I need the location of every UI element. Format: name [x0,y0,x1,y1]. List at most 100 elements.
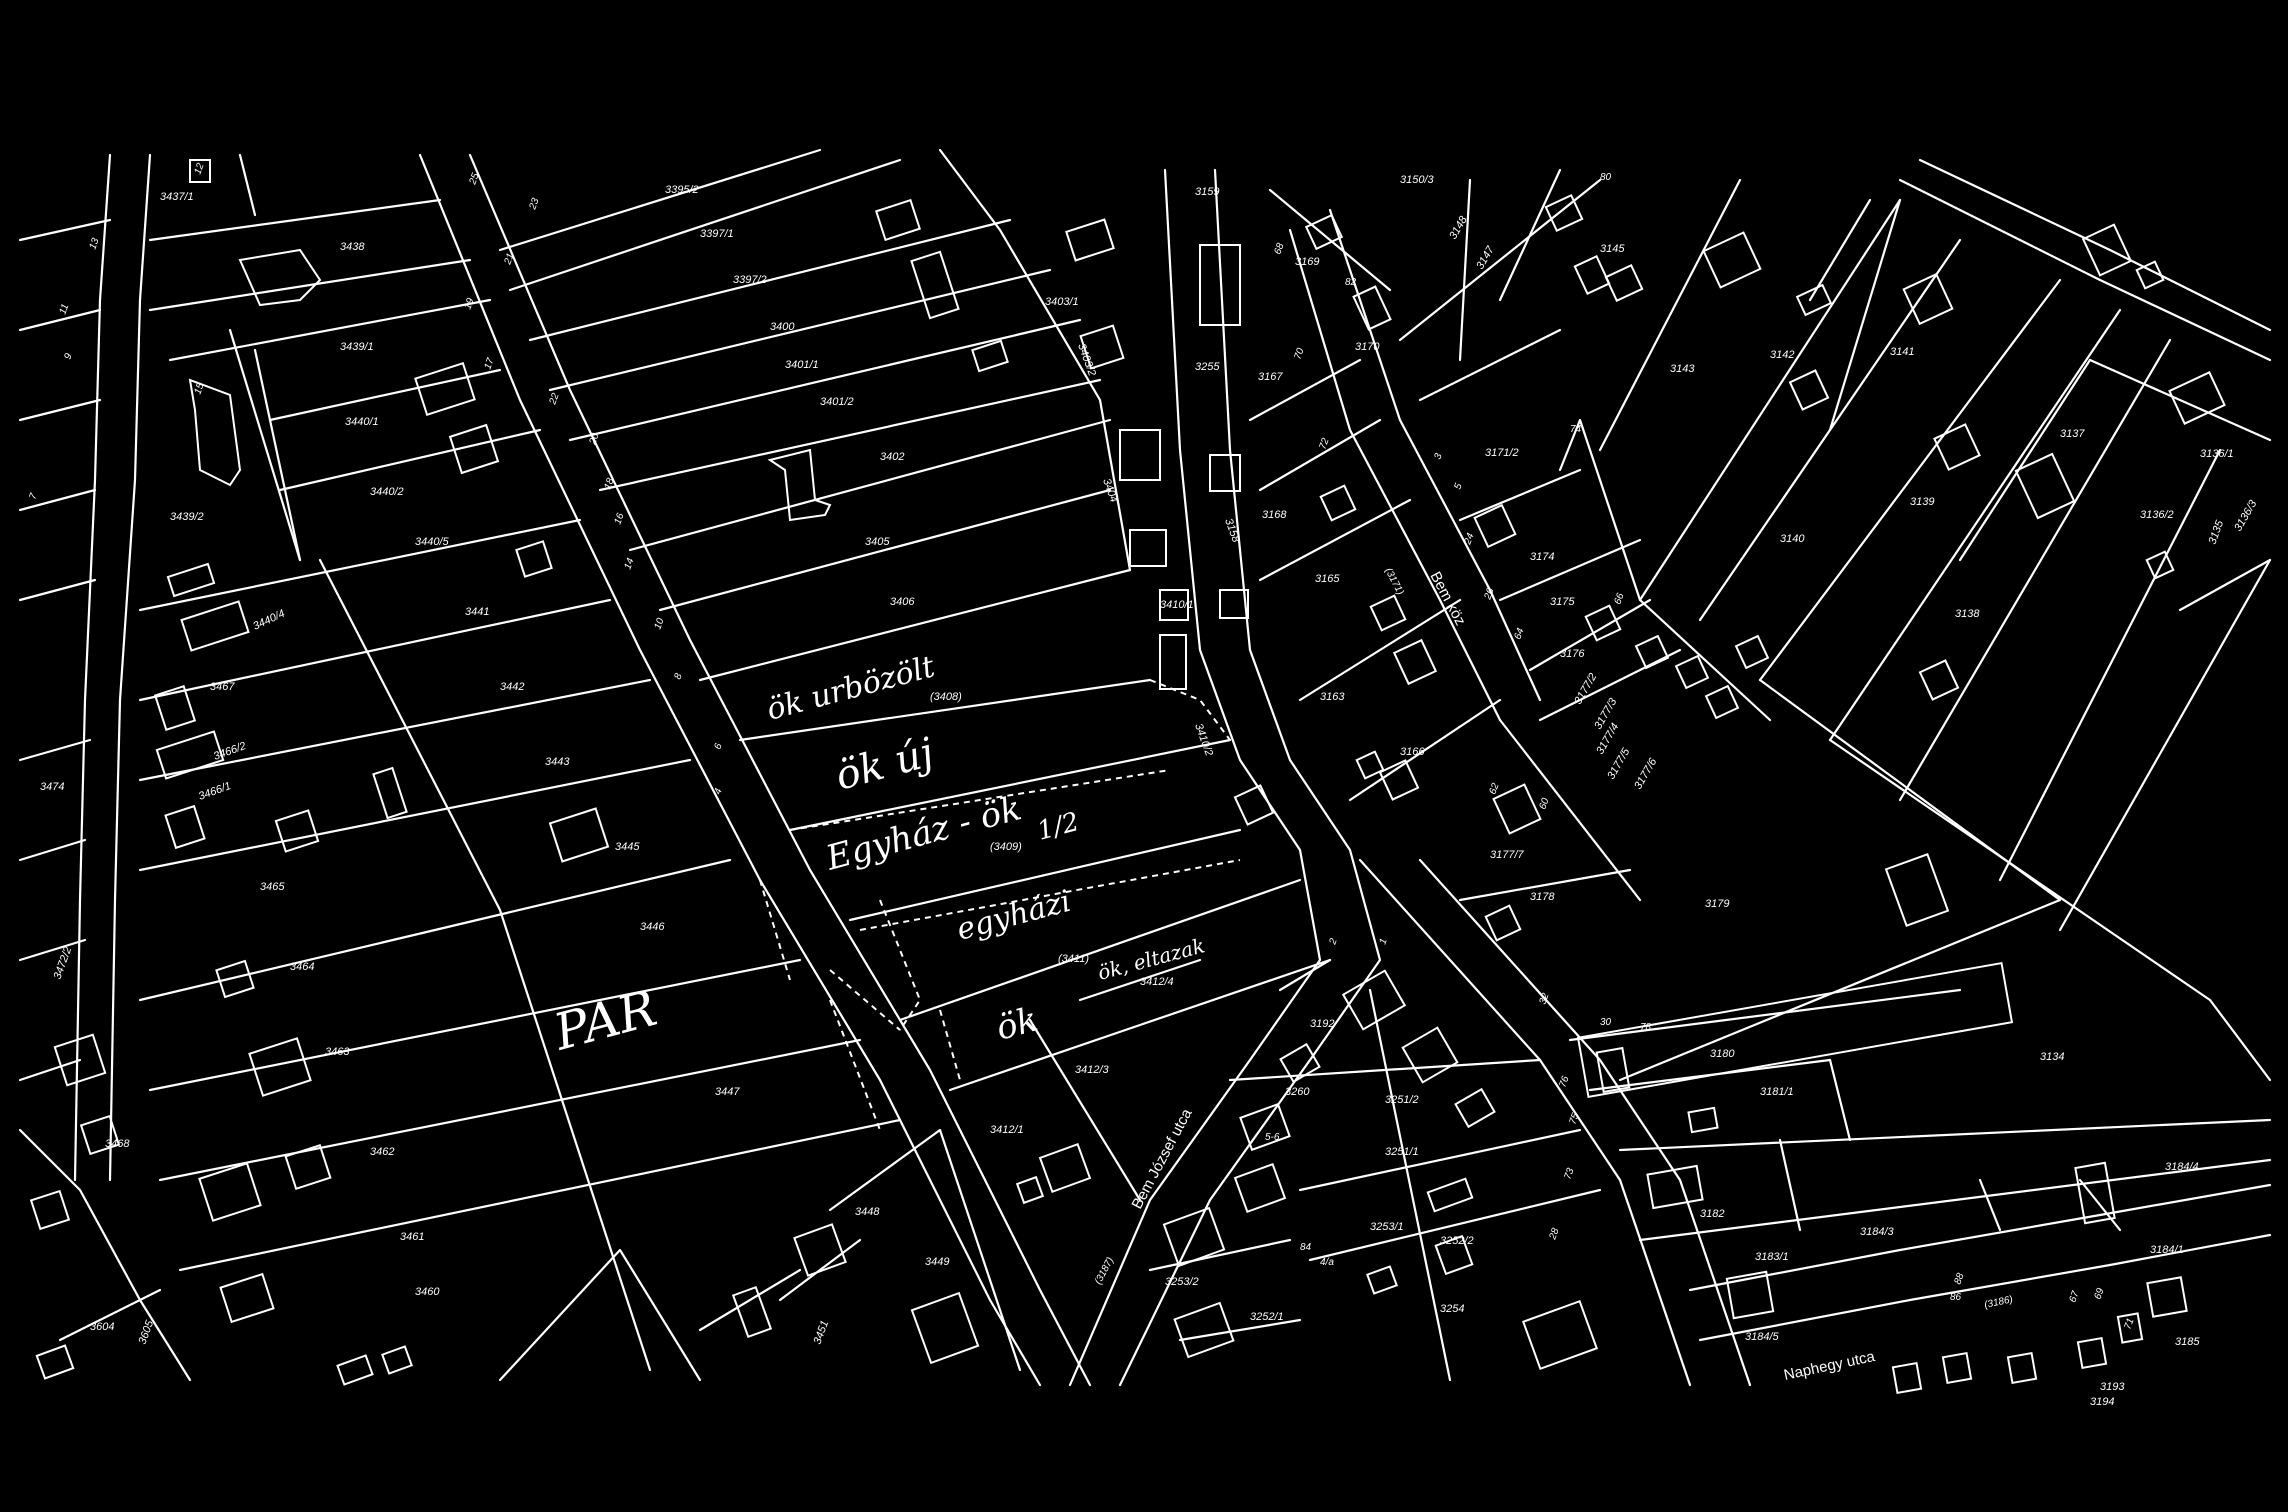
boundary [138,518,582,612]
boundary [1298,598,1462,702]
boundary [18,838,87,862]
building [1392,638,1438,686]
house-number-label: 60 [1537,796,1551,811]
building [1725,1270,1775,1320]
boundary [138,758,692,872]
parcel-number-label: 3460 [415,1286,440,1298]
house-number-label: 9 [62,352,74,361]
parcel-number-label: 3451 [812,1319,832,1346]
street-label-3186: (3186) [1983,1294,2014,1311]
parcel-number-label: 3140 [1780,533,1805,545]
building [188,378,242,487]
boundary [828,1128,1022,1372]
parcel-number-label: 3466/1 [197,780,233,803]
building [1933,423,1981,471]
parcel-number-label: 3141 [1890,346,1914,358]
parcel-number-label: 3410/1 [1160,599,1194,611]
building [1355,750,1385,780]
building [1233,1162,1287,1214]
parcel-number-label: 3445 [615,841,640,853]
boundary [18,218,112,242]
parcel-number-label: 3468 [105,1138,130,1150]
road-edge [108,153,152,1182]
road-edge [1118,168,1382,1387]
boundary [1538,648,1682,722]
building [1065,218,1115,262]
building [1159,634,1187,690]
house-number-label: 28 [1547,1226,1562,1242]
parcel-number-label: 3179 [1705,898,1729,910]
parcel-number-label: 3461 [400,1231,424,1243]
building [198,1162,262,1222]
house-number-label: 14 [622,556,636,571]
building [274,809,320,853]
boundary [148,258,472,312]
parcel-number-label: 3137 [2060,428,2085,440]
parcel-number-label: 3439/2 [170,511,204,523]
boundary [1828,198,1902,432]
building [1015,1175,1045,1205]
parcel-number-label: 3176 [1560,648,1585,660]
parcel-number-label: 3438 [340,241,365,253]
handwriting-1-2: 1/2 [1034,807,1082,847]
boundary [1258,418,1382,492]
parcel-number-label: 3406 [890,596,915,608]
boundary [2178,558,2272,612]
parcel-number-label: 3604 [90,1321,114,1333]
building [910,250,960,320]
boundary [2088,358,2272,442]
parcel-number-label: 3184/3 [1860,1226,1895,1238]
boundary [1498,718,1642,902]
parcel-number-label: 3404 [1100,477,1120,504]
boundary [1028,1018,1142,1202]
building [2014,452,2076,520]
boundary [1458,468,1582,522]
parcel-number-label: 3401/2 [820,396,854,408]
parcel-number-label: 3465 [260,881,285,893]
parcel-number-label: 3158 [1222,517,1242,545]
house-number-label: 73 [1562,1166,1576,1181]
parcel-number-label: 3177/2 [1572,671,1599,706]
road-edge [1418,858,1752,1387]
building [1788,369,1830,411]
parcel-number-label: 3605 [137,1318,157,1346]
handwritten-annotations: ök urbözölt ök új Egyház - ök 1/2 egyház… [547,649,1207,1062]
handwriting-egyhazi: egyházi [953,884,1075,948]
building [1891,1361,1923,1395]
boundary [628,418,1112,552]
building [1941,1351,1973,1385]
parcel-number-label: 3185 [2175,1336,2200,1348]
building [336,1354,374,1386]
boundary [178,1118,902,1272]
house-number-label: 2 [1327,937,1340,947]
boundary [18,578,97,602]
boundary [548,268,1052,392]
boundary [1638,198,1902,602]
boundary [268,368,502,422]
building [910,1291,980,1365]
boundary [1618,898,2062,1082]
boundary [58,1288,162,1342]
boundary [998,228,1132,572]
building [1674,654,1710,690]
building [1341,969,1407,1031]
building [189,159,211,183]
parcel-number-label: 3171/2 [1485,447,1519,459]
house-number-label: 32 [1537,991,1551,1006]
boundary [1558,418,1772,722]
building [971,339,1009,373]
parcel-number-label: 3180 [1710,1048,1735,1060]
parcel-number-label: 3150/3 [1400,174,1435,186]
house-number-label: 11 [57,302,71,316]
boundary [1308,1188,1602,1262]
house-number-label: 10 [652,616,666,631]
building [515,540,553,578]
parcel-number-label: 3194 [2090,1396,2114,1408]
boundary [1998,448,2222,882]
building [1378,759,1420,801]
parcel-number-label: 3403/1 [1045,296,1079,308]
building [1704,684,1740,720]
parcel-number-label: 3440/1 [345,416,379,428]
parcel-number-label: 3182 [1700,1208,1724,1220]
building [1646,1164,1704,1210]
